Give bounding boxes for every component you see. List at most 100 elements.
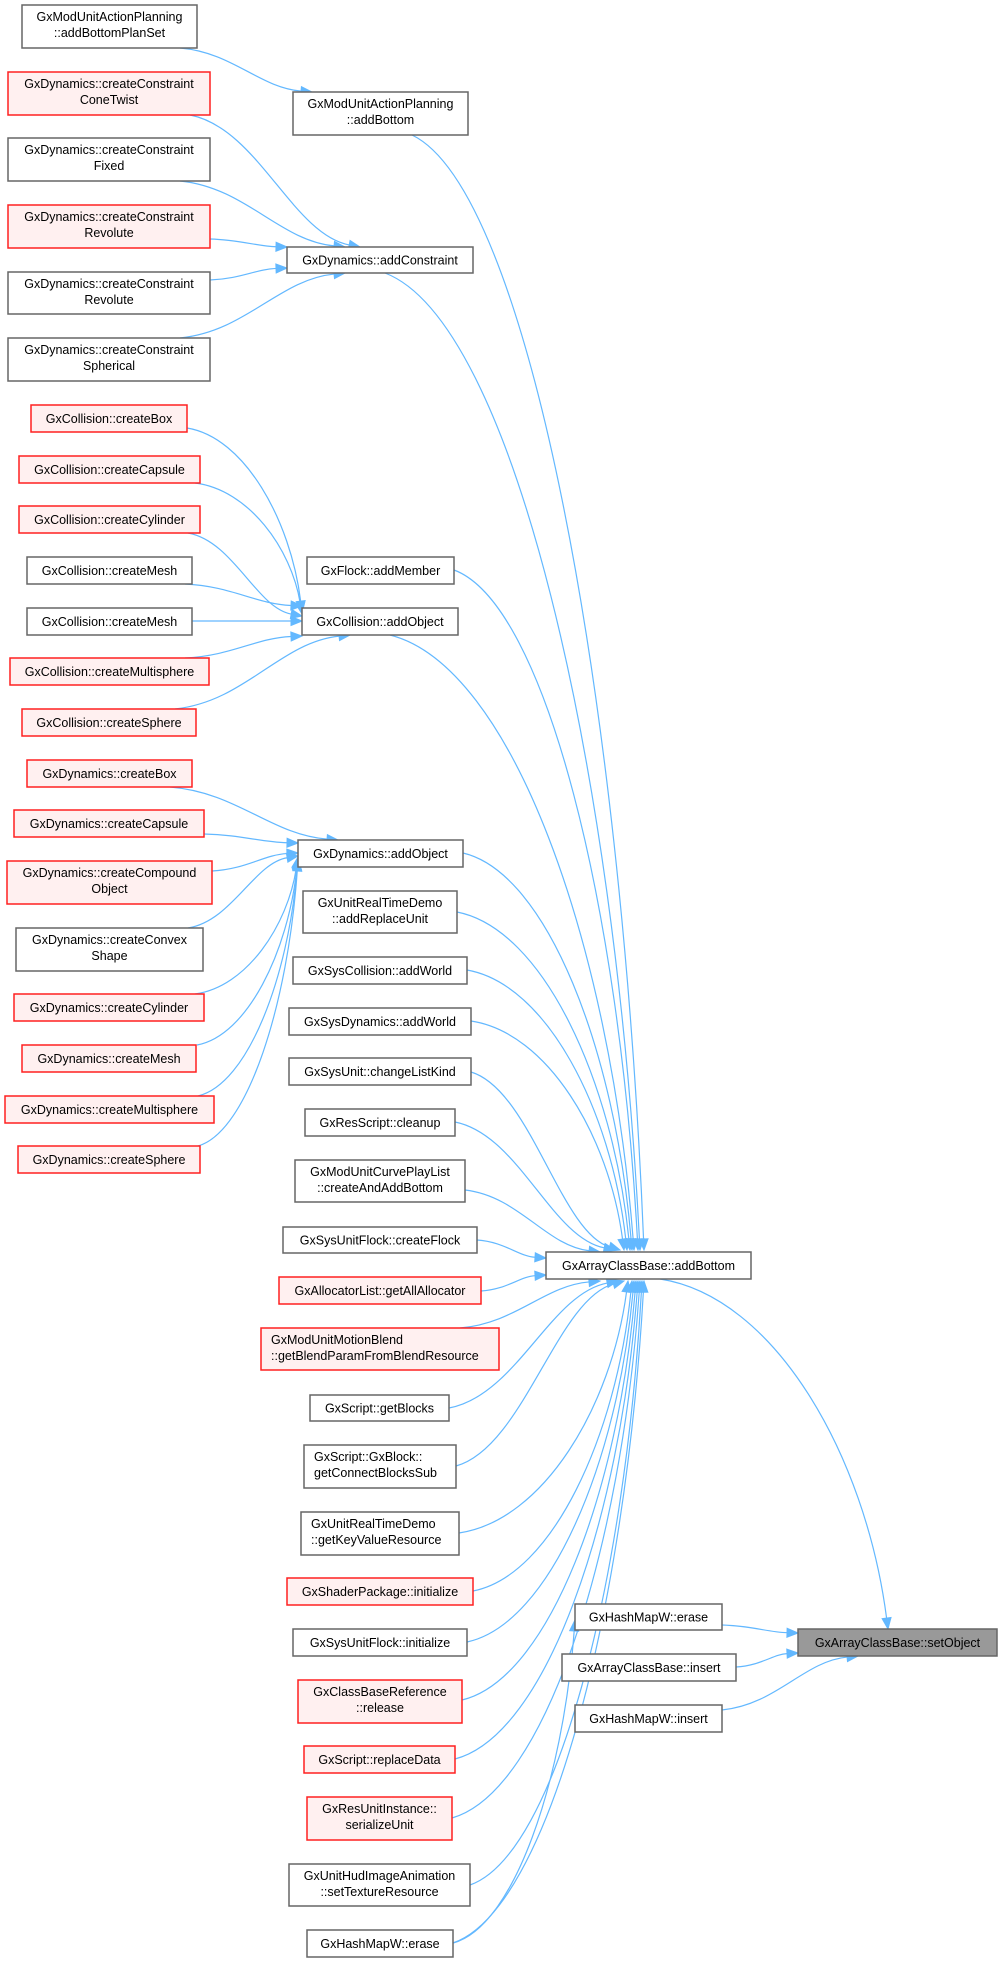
node-n8[interactable]: GxDynamics::addConstraint xyxy=(286,246,474,274)
node-label: GxDynamics::createMultisphere xyxy=(21,1103,198,1117)
edge-d1-to-d9 xyxy=(169,786,328,840)
node-r19[interactable]: GxHashMapW::erase xyxy=(306,1929,454,1958)
node-e1[interactable]: GxHashMapW::erase xyxy=(574,1603,723,1631)
node-r13[interactable]: GxShaderPackage::initialize xyxy=(286,1577,474,1606)
node-c8[interactable]: GxCollision::addObject xyxy=(301,607,459,636)
arrowhead-icon xyxy=(881,1616,892,1631)
node-d2[interactable]: GxDynamics::createCapsule xyxy=(13,809,205,838)
node-box xyxy=(278,1276,482,1305)
node-box xyxy=(7,137,211,182)
node-label: GxUnitRealTimeDemo xyxy=(318,896,443,910)
node-r1[interactable]: GxUnitRealTimeDemo::addReplaceUnit xyxy=(302,890,458,934)
arrowhead-icon xyxy=(290,631,304,642)
node-c5[interactable]: GxCollision::createMesh xyxy=(26,607,193,636)
node-d7[interactable]: GxDynamics::createMultisphere xyxy=(4,1095,215,1124)
node-i1[interactable]: GxArrayClassBase::insert xyxy=(561,1653,737,1682)
node-ab[interactable]: GxArrayClassBase::addBottom xyxy=(545,1251,752,1280)
node-so[interactable]: GxArrayClassBase::setObject xyxy=(797,1628,998,1657)
node-label: GxDynamics::createCompound xyxy=(23,866,197,880)
edge-n5-to-n8 xyxy=(209,267,277,281)
node-box xyxy=(21,4,198,49)
node-r17[interactable]: GxResUnitInstance::serializeUnit xyxy=(306,1796,453,1841)
node-r4[interactable]: GxSysUnit::changeListKind xyxy=(288,1057,472,1086)
node-label: Revolute xyxy=(84,293,133,307)
node-box xyxy=(292,1628,468,1657)
node-box xyxy=(303,1444,457,1489)
node-box xyxy=(294,1159,466,1203)
arrowhead-icon xyxy=(786,1627,800,1638)
node-c7[interactable]: GxCollision::createSphere xyxy=(21,708,197,737)
node-box xyxy=(303,1745,456,1774)
node-box xyxy=(297,1679,463,1724)
edge-m1-to-ab xyxy=(453,569,639,1240)
node-label: GxDynamics::createConstraint xyxy=(24,277,194,291)
node-box xyxy=(306,1796,453,1841)
node-c3[interactable]: GxCollision::createCylinder xyxy=(18,505,201,534)
arrowhead-icon xyxy=(617,1237,628,1252)
node-r18[interactable]: GxUnitHudImageAnimation::setTextureResou… xyxy=(288,1863,471,1907)
node-label: GxFlock::addMember xyxy=(321,564,440,578)
edge-d3-to-d9 xyxy=(211,852,288,872)
edge-r4-to-ab xyxy=(470,1071,610,1248)
edge-r17-to-ab xyxy=(451,1291,640,1819)
node-label: GxCollision::createMesh xyxy=(42,564,178,578)
node-d6[interactable]: GxDynamics::createMesh xyxy=(21,1044,197,1073)
node-c1[interactable]: GxCollision::createBox xyxy=(30,404,188,433)
edge-d7-to-d9 xyxy=(197,869,298,1097)
node-n7[interactable]: GxModUnitActionPlanning::addBottom xyxy=(292,91,469,136)
edge-e1-to-so xyxy=(721,1624,788,1634)
node-r11[interactable]: GxScript::GxBlock::getConnectBlocksSub xyxy=(303,1444,457,1489)
arrowhead-icon xyxy=(534,1252,548,1263)
node-r15[interactable]: GxClassBaseReference::release xyxy=(297,1679,463,1724)
node-label: Revolute xyxy=(84,226,133,240)
arrowhead-icon xyxy=(290,600,304,611)
node-box xyxy=(7,337,211,382)
node-d5[interactable]: GxDynamics::createCylinder xyxy=(13,993,205,1022)
node-label: GxDynamics::createConstraint xyxy=(24,77,194,91)
node-label: GxResScript::cleanup xyxy=(320,1116,441,1130)
arrowhead-icon xyxy=(786,1648,800,1659)
node-label: ::getKeyValueResource xyxy=(311,1533,441,1547)
node-r5[interactable]: GxResScript::cleanup xyxy=(304,1108,456,1137)
edge-r8-to-ab xyxy=(480,1275,536,1292)
node-r10[interactable]: GxScript::getBlocks xyxy=(309,1394,450,1422)
arrowhead-icon xyxy=(289,608,304,620)
node-label: GxDynamics::createConstraint xyxy=(24,343,194,357)
arrowhead-icon xyxy=(611,1278,626,1290)
node-d1[interactable]: GxDynamics::createBox xyxy=(26,759,193,788)
node-label: GxArrayClassBase::setObject xyxy=(815,1636,981,1650)
node-r3[interactable]: GxSysDynamics::addWorld xyxy=(288,1007,472,1036)
node-r7[interactable]: GxSysUnitFlock::createFlock xyxy=(282,1226,478,1254)
node-c2[interactable]: GxCollision::createCapsule xyxy=(18,455,201,484)
edge-r19-to-e1 xyxy=(452,1630,575,1944)
node-m1[interactable]: GxFlock::addMember xyxy=(306,556,455,585)
node-r16[interactable]: GxScript::replaceData xyxy=(303,1745,456,1774)
node-i2[interactable]: GxHashMapW::insert xyxy=(574,1704,723,1733)
node-label: ::addBottom xyxy=(347,113,414,127)
node-c6[interactable]: GxCollision::createMultisphere xyxy=(9,657,210,686)
node-d8[interactable]: GxDynamics::createSphere xyxy=(17,1145,201,1174)
node-r14[interactable]: GxSysUnitFlock::initialize xyxy=(292,1628,468,1657)
node-r12[interactable]: GxUnitRealTimeDemo::getKeyValueResource xyxy=(300,1511,460,1556)
node-label: Object xyxy=(91,882,128,896)
node-label: GxDynamics::createConstraint xyxy=(24,143,194,157)
node-c4[interactable]: GxCollision::createMesh xyxy=(26,556,193,585)
node-box xyxy=(797,1628,998,1657)
node-r2[interactable]: GxSysCollision::addWorld xyxy=(292,956,468,985)
node-r9[interactable]: GxModUnitMotionBlend::getBlendParamFromB… xyxy=(260,1327,500,1371)
node-box xyxy=(288,1007,472,1036)
node-n1[interactable]: GxModUnitActionPlanning::addBottomPlanSe… xyxy=(21,4,198,49)
node-d9[interactable]: GxDynamics::addObject xyxy=(297,839,464,868)
node-r8[interactable]: GxAllocatorList::getAllAllocator xyxy=(278,1276,482,1305)
edge-r6-to-ab xyxy=(464,1189,590,1252)
node-box xyxy=(17,1145,201,1174)
node-r6[interactable]: GxModUnitCurvePlayList::createAndAddBott… xyxy=(294,1159,466,1203)
